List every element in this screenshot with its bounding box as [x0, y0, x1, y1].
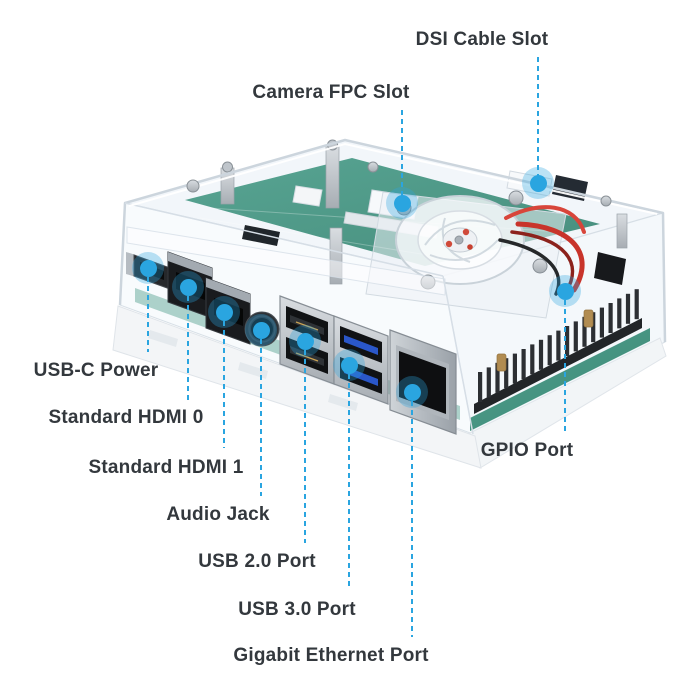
callout-line-audio-jack — [260, 330, 262, 496]
callout-label-usb-3-port: USB 3.0 Port — [238, 599, 356, 620]
callout-dot-core — [215, 303, 233, 321]
callout-line-usb-c-power — [147, 268, 149, 352]
callout-dot-standard-hdmi-0 — [172, 271, 204, 303]
callout-dot-gpio-port — [549, 275, 581, 307]
callout-label-dsi-cable-slot: DSI Cable Slot — [415, 29, 549, 50]
callout-dot-standard-hdmi-1 — [208, 296, 240, 328]
pcb-right-edge — [470, 328, 650, 431]
usb3-port-stack — [333, 315, 389, 405]
cpu-chip — [242, 225, 280, 246]
callout-label-gigabit-ethernet-port: Gigabit Ethernet Port — [233, 645, 429, 666]
callout-label-usb-2-port: USB 2.0 Port — [198, 551, 316, 572]
callout-line-dsi-cable-slot — [537, 57, 539, 183]
callout-dot-core — [556, 282, 574, 300]
callout-label-standard-hdmi-0: Standard HDMI 0 — [48, 407, 204, 428]
callout-dot-camera-fpc-slot — [386, 187, 418, 219]
acrylic-crossbar — [126, 226, 446, 296]
callout-dot-core — [403, 383, 421, 401]
callout-dot-gigabit-ethernet-port — [396, 376, 428, 408]
callout-line-gigabit-ethernet-port — [411, 392, 413, 637]
usb2-port-stack — [279, 295, 335, 385]
fan-hub-screw — [454, 235, 464, 245]
rim-screws — [186, 161, 612, 207]
misc-chips — [292, 185, 626, 285]
callout-label-audio-jack: Audio Jack — [166, 504, 270, 525]
callout-dot-dsi-cable-slot — [522, 167, 554, 199]
callout-dot-core — [529, 174, 547, 192]
callout-dot-core — [296, 332, 314, 350]
ethernet-port — [389, 329, 457, 435]
callout-line-camera-fpc-slot — [401, 110, 403, 203]
callout-line-usb-3-port — [348, 365, 350, 590]
callout-line-standard-hdmi-0 — [187, 287, 189, 400]
callout-dot-usb-c-power — [132, 252, 164, 284]
case-rim-and-edges — [118, 138, 667, 435]
callout-line-gpio-port — [564, 291, 566, 432]
callout-dot-core — [393, 194, 411, 212]
callout-dot-audio-jack — [245, 314, 277, 346]
callout-label-standard-hdmi-1: Standard HDMI 1 — [88, 457, 244, 478]
callout-dot-core — [179, 278, 197, 296]
callout-dot-usb-3-port — [333, 349, 365, 381]
callout-line-standard-hdmi-1 — [223, 312, 225, 448]
gpio-header — [467, 289, 667, 469]
callout-dot-core — [252, 321, 270, 339]
callout-dot-core — [340, 356, 358, 374]
callout-line-usb-2-port — [304, 341, 306, 543]
brass-standoff — [496, 353, 507, 372]
gpio-pins — [478, 289, 639, 402]
callout-label-gpio-port: GPIO Port — [480, 440, 574, 461]
ports — [126, 251, 457, 435]
callout-dot-usb-2-port — [289, 325, 321, 357]
callout-label-camera-fpc-slot: Camera FPC Slot — [252, 82, 410, 103]
callout-dot-core — [139, 259, 157, 277]
brass-standoff — [583, 309, 594, 328]
callout-label-usb-c-power: USB-C Power — [33, 360, 159, 381]
